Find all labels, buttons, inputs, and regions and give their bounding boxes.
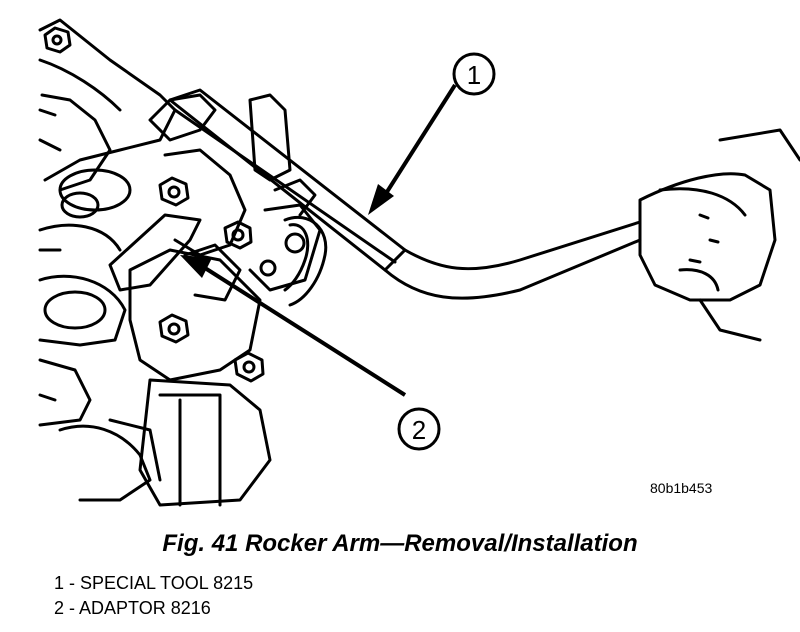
special-tool-drawing: [168, 88, 642, 300]
rocker-arm-drawing: [108, 93, 328, 307]
legend-item-1: 1 - SPECIAL TOOL 8215: [54, 573, 254, 593]
callout-1-number: 1: [467, 60, 481, 90]
rocker-arm-illustration: 1 2: [38, 18, 800, 507]
image-code: 80b1b453: [650, 480, 713, 496]
figure-caption: Fig. 41 Rocker Arm—Removal/Installation: [162, 530, 638, 557]
hand-drawing: [638, 128, 800, 342]
bolt-heads: [43, 26, 265, 383]
callout-1-balloon: 1: [452, 52, 496, 96]
cylinder-head-drawing: [38, 18, 272, 507]
callout-2-balloon: 2: [397, 407, 441, 451]
callout-2-number: 2: [412, 415, 426, 445]
callout-2-leader: [180, 255, 407, 397]
callout-1-leader: [368, 83, 457, 215]
legend-item-2: 2 - ADAPTOR 8216: [54, 598, 211, 618]
legend: 1 - SPECIAL TOOL 8215 2 - ADAPTOR 8216: [54, 571, 253, 621]
